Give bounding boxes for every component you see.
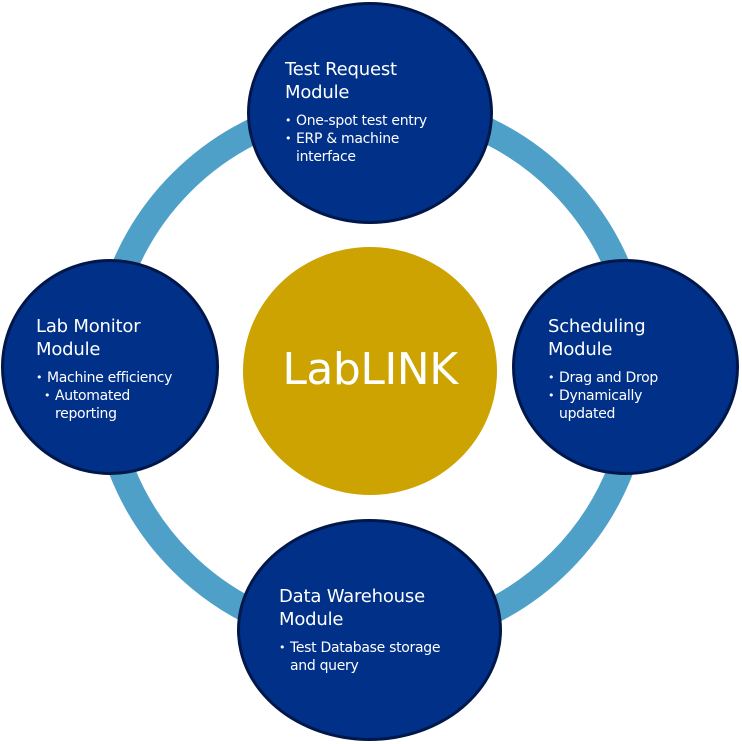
module-title: Lab Monitor (36, 316, 141, 337)
module-title: Scheduling (548, 316, 646, 337)
bullet-item-continuation: reporting (55, 406, 117, 422)
center-hub: LabLINK (243, 247, 497, 495)
bullet-item: ERP & machine (285, 130, 427, 148)
center-title: LabLINK (282, 343, 458, 395)
bullet-item: Test Database storage (279, 639, 440, 657)
bullet-item-continuation: interface (296, 149, 356, 165)
bullet-item: Machine efficiency (36, 369, 172, 387)
bullet-item-continuation: and query (290, 658, 359, 674)
module-lab-monitor: Lab Monitor Module Machine efficiency Au… (1, 259, 219, 475)
bullet-list: One-spot test entry ERP & machine (285, 112, 427, 148)
module-title: Data Warehouse (279, 586, 425, 607)
module-title: Module (285, 82, 350, 103)
bullet-list: Machine efficiency Automated (36, 369, 172, 405)
bullet-item-continuation: updated (559, 406, 616, 422)
bullet-item: Dynamically (548, 387, 658, 405)
module-data-warehouse: Data Warehouse Module Test Database stor… (237, 519, 502, 741)
bullet-list: Drag and Drop Dynamically (548, 369, 658, 405)
bullet-list: Test Database storage (279, 639, 440, 657)
module-title: Module (279, 609, 344, 630)
bullet-item: Drag and Drop (548, 369, 658, 387)
module-title: Module (548, 339, 613, 360)
module-title: Test Request (285, 59, 397, 80)
module-title: Module (36, 339, 101, 360)
module-scheduling: Scheduling Module Drag and Drop Dynamica… (512, 259, 739, 475)
module-test-request: Test Request Module One-spot test entry … (247, 2, 493, 224)
bullet-item: One-spot test entry (285, 112, 427, 130)
bullet-item: Automated (44, 387, 172, 405)
